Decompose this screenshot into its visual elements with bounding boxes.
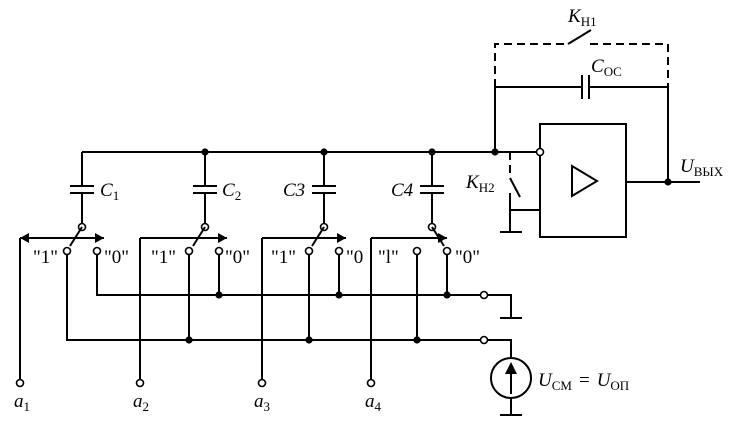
amplifier-input-terminal	[535, 147, 545, 157]
switch-2	[140, 222, 227, 256]
switch-3	[262, 222, 346, 256]
input-a3-terminal	[257, 378, 267, 388]
k-h1-dashed-line	[494, 43, 669, 87]
input-a3-label: a3	[254, 391, 270, 414]
one-bus-dot-2	[185, 336, 193, 344]
c2-label: C2	[222, 180, 241, 203]
zero-bus-dot-2	[215, 291, 223, 299]
input-a2-terminal	[135, 378, 145, 388]
k-h1-switch-blade	[567, 29, 592, 45]
switch-2-zero-label: "0"	[225, 247, 250, 268]
switch-4-one-label: "l"	[378, 247, 399, 268]
one-bus-terminal	[479, 335, 489, 345]
switch-3-one-label: "1"	[271, 247, 296, 268]
switch-1-one-label: "1"	[33, 247, 58, 268]
current-source-arrow-icon	[505, 362, 517, 374]
one-bus-dot-4	[413, 336, 421, 344]
k-h2-ground-wire	[509, 193, 540, 232]
switch-2-one-label: "1"	[151, 247, 176, 268]
capacitor-branch-4	[420, 152, 444, 227]
zero-bus-dot-4	[443, 291, 451, 299]
c3-label: C3	[283, 180, 305, 201]
switch-1-zero-label: "0"	[104, 247, 129, 268]
feedback-right-wire	[589, 86, 669, 182]
zero-bus-ground-wire	[488, 294, 512, 318]
zero-bus-dot-3	[335, 291, 343, 299]
one-bus-dot-3	[305, 336, 313, 344]
capacitor-branch-2	[193, 152, 217, 227]
feedback-junction-dot	[491, 148, 499, 156]
input-a2-label: a2	[133, 391, 149, 414]
current-source-circle	[490, 357, 532, 399]
amplifier-triangle-icon	[571, 164, 599, 198]
capacitor-branch-3	[312, 152, 336, 227]
source-wire	[488, 339, 512, 415]
input-a4-terminal	[366, 378, 376, 388]
c4-label: C4	[391, 180, 414, 201]
switch-4	[371, 222, 452, 256]
k-h1-label: KH1	[567, 6, 597, 29]
input-a4-label: a4	[365, 391, 382, 414]
zero-bus-wire	[96, 254, 481, 296]
input-a1-terminal	[15, 378, 25, 388]
output-junction-dot	[664, 178, 672, 186]
c-oc-label: COC	[591, 56, 622, 79]
switch-4-zero-label: "0"	[455, 247, 480, 268]
k-h2-switch-blade	[509, 177, 521, 198]
switch-3-zero-label: "0	[346, 247, 363, 268]
zero-bus-terminal	[479, 290, 489, 300]
capacitor-branch-1	[70, 152, 94, 227]
feedback-left-wire	[494, 86, 582, 152]
k-h2-label: KH2	[465, 172, 495, 195]
output-voltage-label: UВЫХ	[680, 156, 724, 179]
one-bus-wire	[66, 254, 481, 341]
source-equation-label: UCM=UОП	[538, 370, 629, 393]
c1-label: C1	[100, 180, 119, 203]
amplifier-box	[539, 123, 627, 238]
input-a1-label: a1	[14, 391, 30, 414]
